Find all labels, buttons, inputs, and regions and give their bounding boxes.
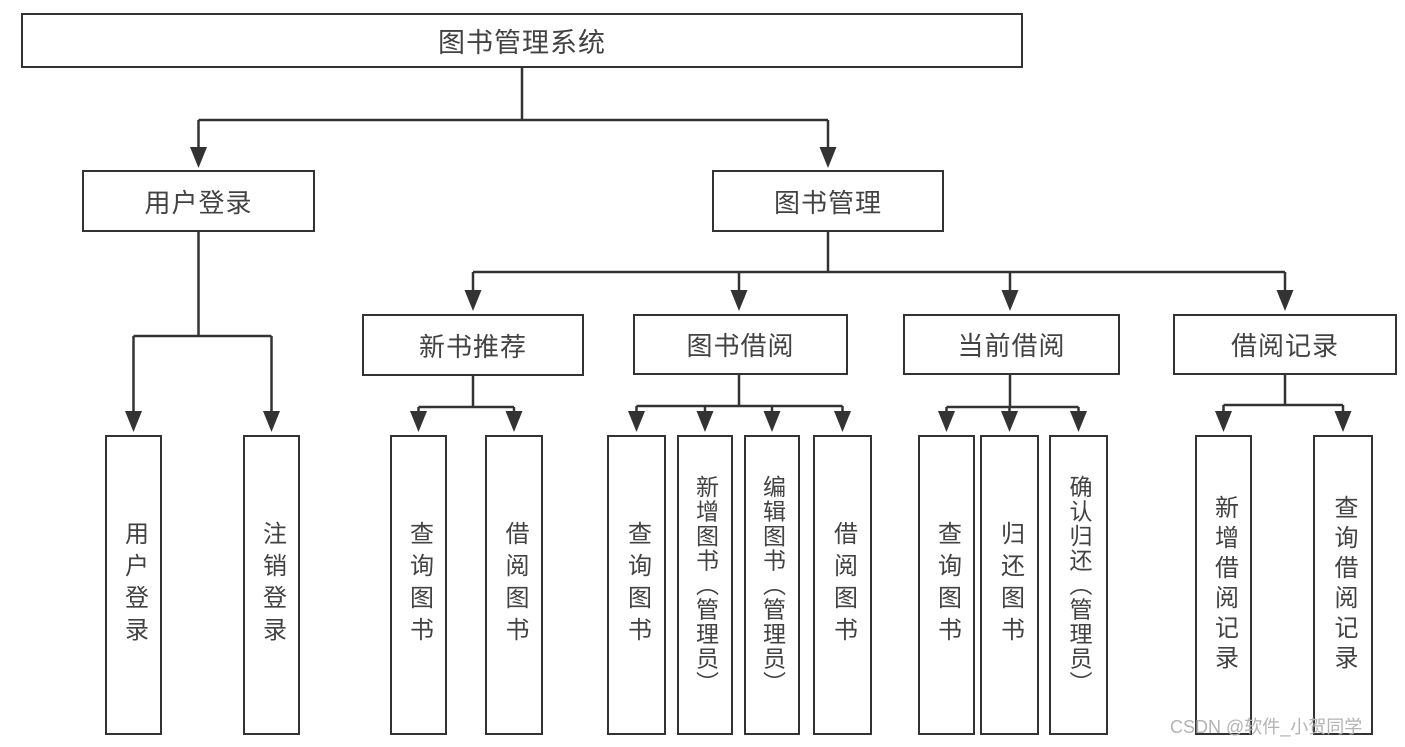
node-book-borrowing-label: 图书借阅 [686,331,795,361]
leaf-user-login-label: 用户登录 [120,521,148,649]
leaf-add-book-admin-label: 新增图书（管理员） [692,474,719,696]
node-system-label: 图书管理系统 [438,28,606,58]
node-new-book-recommend: 新书推荐 [362,314,584,376]
node-book-borrowing: 图书借阅 [633,314,848,375]
leaf-query-books-borrowing-label: 查询图书 [623,521,651,649]
leaf-add-borrow-record-label: 新增借阅记录 [1210,495,1238,675]
node-book-management: 图书管理 [712,170,944,232]
leaf-confirm-return-admin-label: 确认归还（管理员） [1066,474,1092,696]
node-book-management-label: 图书管理 [773,187,882,218]
leaf-borrow-books-recommend-label: 借阅图书 [501,521,528,649]
node-user-login-label: 用户登录 [144,187,253,218]
leaf-query-borrow-record: 查询借阅记录 [1313,435,1373,735]
leaf-borrow-books-borrowing: 借阅图书 [813,435,872,735]
leaf-query-books-recommend: 查询图书 [390,435,447,735]
node-user-login: 用户登录 [82,170,315,232]
node-system: 图书管理系统 [21,13,1023,68]
node-borrowing-records-label: 借阅记录 [1230,331,1339,361]
leaf-user-login: 用户登录 [105,435,162,735]
leaf-borrow-books-borrowing-label: 借阅图书 [829,521,857,649]
leaf-add-borrow-record: 新增借阅记录 [1195,435,1252,735]
node-borrowing-records: 借阅记录 [1173,314,1397,375]
leaf-logout: 注销登录 [243,435,300,735]
leaf-query-books-current: 查询图书 [918,435,975,735]
leaf-add-book-admin: 新增图书（管理员） [677,435,733,735]
node-new-book-recommend-label: 新书推荐 [418,331,527,362]
leaf-query-borrow-record-label: 查询借阅记录 [1330,495,1357,675]
leaf-edit-book-admin-label: 编辑图书（管理员） [759,474,786,696]
node-current-borrowing: 当前借阅 [903,314,1120,375]
csdn-watermark: CSDN @软件_小贺同学 [1170,717,1363,737]
node-current-borrowing-label: 当前借阅 [957,331,1066,361]
leaf-query-books-borrowing: 查询图书 [607,435,666,735]
leaf-edit-book-admin: 编辑图书（管理员） [744,435,800,735]
leaf-query-books-recommend-label: 查询图书 [405,521,433,649]
leaf-borrow-books-recommend: 借阅图书 [485,435,543,735]
leaf-confirm-return-admin: 确认归还（管理员） [1049,435,1108,735]
leaf-return-books-label: 归还图书 [996,521,1024,649]
leaf-return-books: 归还图书 [980,435,1039,735]
leaf-logout-label: 注销登录 [258,521,286,649]
leaf-query-books-current-label: 查询图书 [933,521,961,649]
